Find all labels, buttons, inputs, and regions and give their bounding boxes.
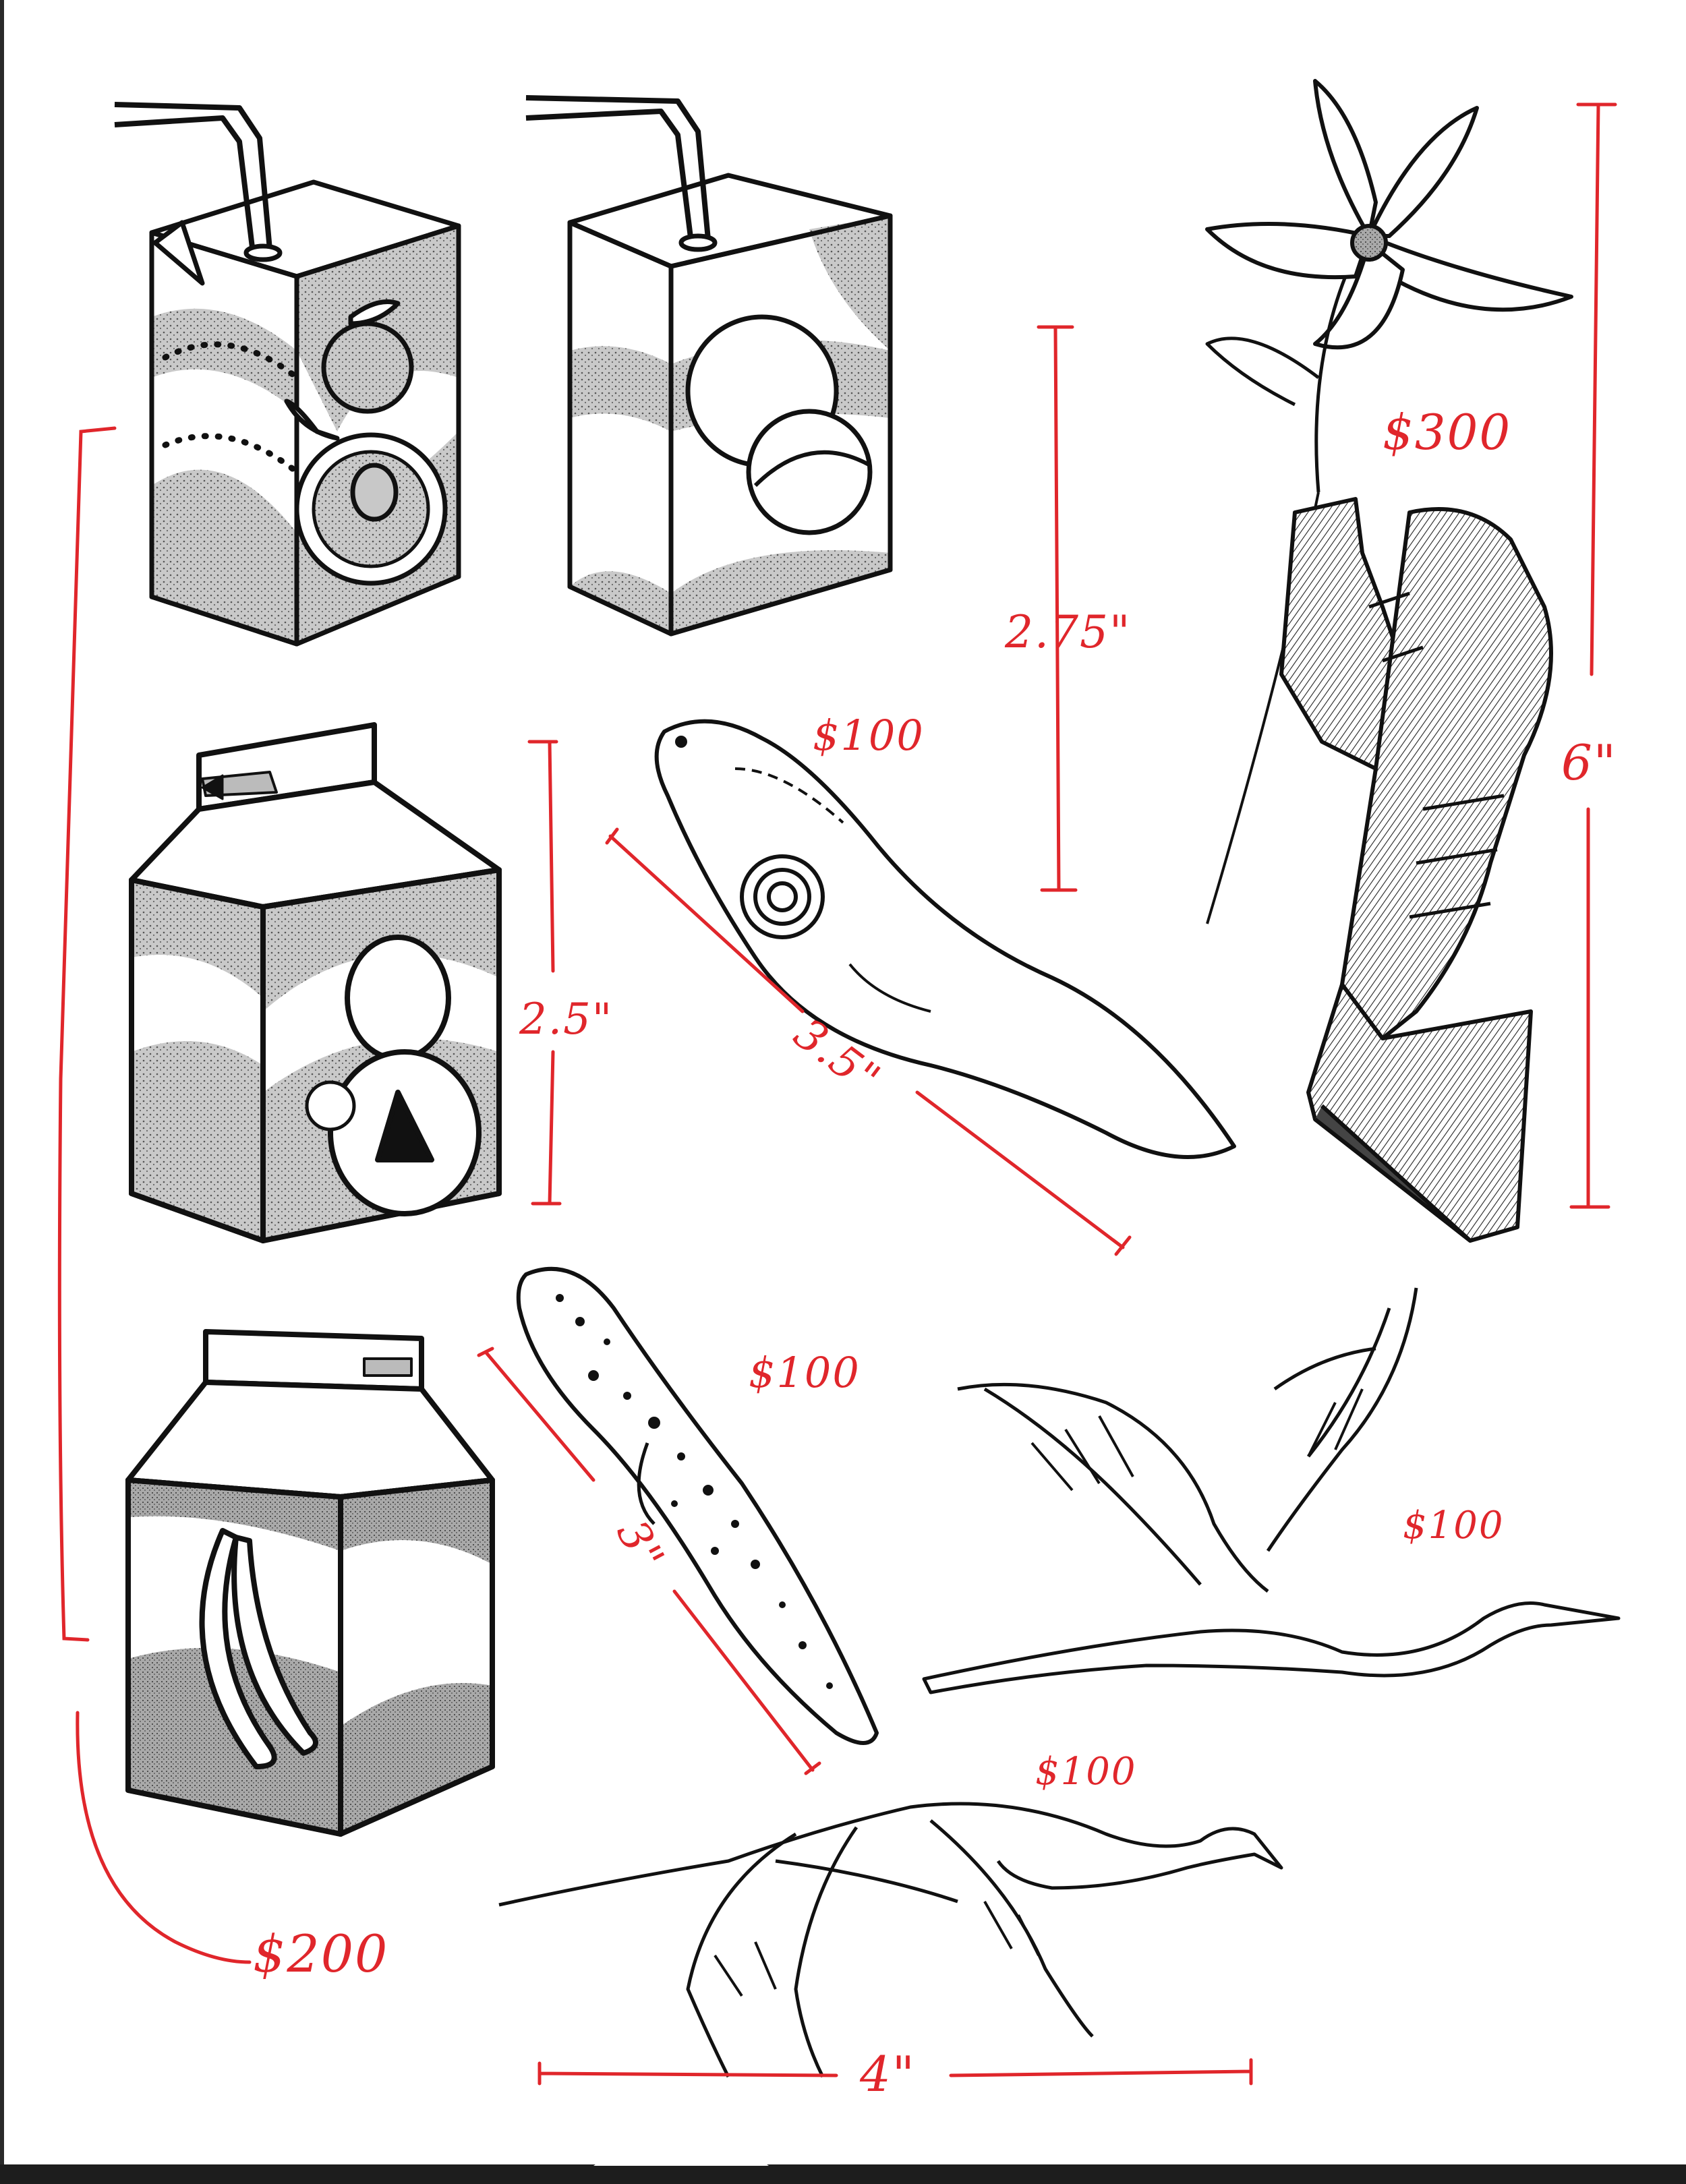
bottom-tab — [593, 2156, 769, 2166]
price-cartons: $200 — [253, 1924, 389, 1984]
milk-carton-banana-icon — [125, 1329, 495, 1837]
measurement-lines — [57, 102, 1617, 2086]
crane-upper-icon — [922, 1287, 1621, 1694]
size-milk-carton: 2.5" — [519, 995, 614, 1044]
size-crane: 4" — [860, 2046, 916, 2102]
axolotl-spiral-icon — [654, 719, 1236, 1159]
price-axolotl-top: $100 — [813, 711, 925, 760]
price-crane-upper: $100 — [1403, 1504, 1505, 1547]
size-juicebox: 2.75" — [1005, 606, 1132, 658]
juice-box-orange-icon — [525, 95, 893, 637]
left-border — [0, 0, 4, 2181]
crane-lower-icon — [498, 1802, 1283, 2078]
bottom-frame — [0, 2164, 1686, 2181]
axolotl-spotted-icon — [516, 1266, 879, 1745]
gauntlet-flower-icon — [1205, 79, 1573, 1243]
juice-box-peach-icon — [114, 102, 461, 647]
milk-carton-strawberry-icon — [129, 722, 502, 1243]
price-axolotl-bottom: $100 — [749, 1348, 861, 1397]
size-hand: 6" — [1561, 734, 1617, 791]
price-hand: $300 — [1383, 404, 1512, 461]
price-crane-lower: $100 — [1035, 1750, 1137, 1794]
